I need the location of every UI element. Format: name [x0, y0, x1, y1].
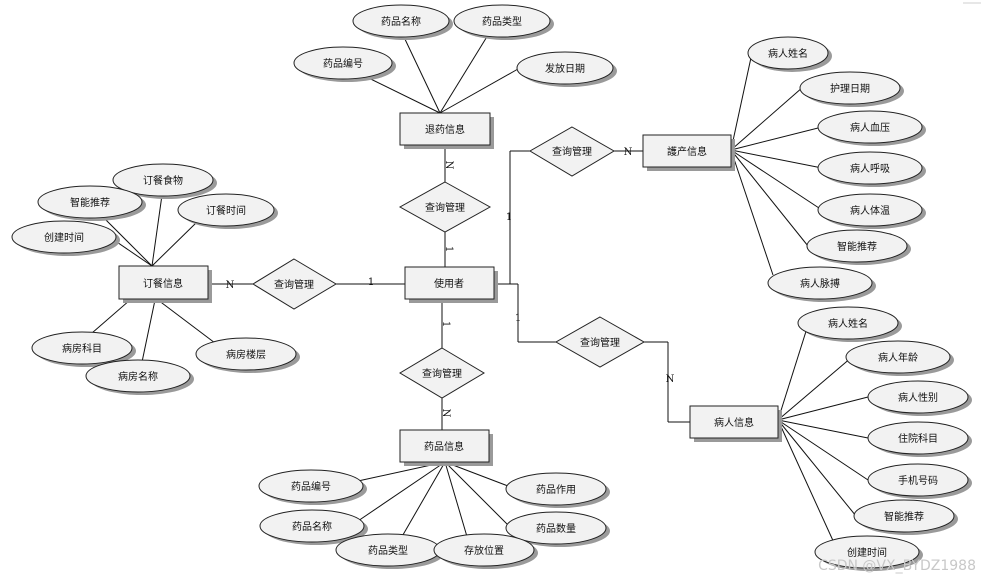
svg-text:药品类型: 药品类型 — [482, 15, 522, 28]
attribute-meal-ward-floor: 病房楼层 — [195, 337, 300, 373]
entity-user-label: 使用者 — [434, 277, 464, 290]
relation-nursing: 查询管理 — [529, 126, 615, 177]
entity-meal-order-label: 订餐信息 — [143, 277, 183, 290]
cardinality-drug-user: 1 — [440, 321, 451, 327]
svg-text:智能推荐: 智能推荐 — [837, 240, 877, 253]
attribute-nursing-pulse: 病人脉搏 — [767, 266, 876, 302]
attribute-meal-created: 创建时间 — [11, 220, 120, 256]
attribute-nursing-blood-pressure: 病人血压 — [817, 110, 926, 146]
svg-text:病人脉搏: 病人脉搏 — [800, 277, 840, 290]
cardinality-patient-entity: N — [666, 374, 675, 385]
relation-drug-label: 查询管理 — [422, 367, 462, 380]
relation-return-drug-label: 查询管理 — [425, 201, 465, 214]
svg-text:住院科目: 住院科目 — [898, 432, 938, 445]
svg-text:创建时间: 创建时间 — [847, 546, 887, 559]
attribute-nursing-date: 护理日期 — [799, 71, 904, 107]
attribute-drug-name: 药品名称 — [259, 509, 368, 545]
svg-text:病房楼层: 病房楼层 — [226, 348, 266, 361]
cardinality-return-drug-user: 1 — [443, 246, 454, 252]
entity-drug: 药品信息 — [399, 429, 493, 466]
watermark-text: CSDN @VX_BYDZ1988 — [818, 558, 976, 574]
attribute-patient-name: 病人姓名 — [797, 306, 902, 342]
svg-text:病人年龄: 病人年龄 — [878, 351, 918, 364]
svg-text:订餐时间: 订餐时间 — [206, 204, 246, 217]
svg-text:病人姓名: 病人姓名 — [828, 317, 868, 330]
svg-text:药品名称: 药品名称 — [381, 15, 421, 28]
entity-patient-label: 病人信息 — [714, 416, 754, 429]
svg-text:病人性别: 病人性别 — [898, 391, 938, 404]
attribute-patient-created: 创建时间 — [814, 535, 923, 571]
svg-text:手机号码: 手机号码 — [898, 474, 938, 487]
attribute-patient-dept: 住院科目 — [867, 421, 972, 457]
svg-text:药品编号: 药品编号 — [291, 480, 331, 493]
attribute-drug-quantity: 药品数量 — [505, 511, 610, 547]
attribute-nursing-patient-name: 病人姓名 — [747, 36, 832, 72]
entity-drug-label: 药品信息 — [424, 440, 464, 453]
attribute-return-drug-code: 药品编号 — [293, 46, 396, 82]
cardinality-return-drug-entity: N — [443, 161, 454, 170]
attribute-meal-recommendation: 智能推荐 — [37, 185, 146, 221]
attribute-return-drug-name: 药品名称 — [352, 4, 453, 40]
svg-text:智能推荐: 智能推荐 — [70, 196, 110, 209]
attribute-nursing-breathing: 病人呼吸 — [817, 151, 926, 187]
attribute-meal-ward-dept: 病房科目 — [31, 331, 136, 367]
attribute-drug-code: 药品编号 — [258, 469, 367, 505]
svg-text:发放日期: 发放日期 — [545, 62, 585, 75]
svg-text:病人姓名: 病人姓名 — [768, 47, 808, 60]
svg-text:药品作用: 药品作用 — [536, 484, 576, 496]
attribute-patient-phone: 手机号码 — [867, 463, 972, 499]
attribute-drug-type: 药品类型 — [335, 533, 444, 569]
svg-text:药品名称: 药品名称 — [292, 520, 332, 533]
relation-meal-order: 查询管理 — [252, 258, 337, 310]
entity-patient: 病人信息 — [689, 405, 782, 442]
cardinality-nursing-entity: N — [624, 147, 633, 158]
attribute-patient-age: 病人年龄 — [845, 340, 954, 376]
svg-text:智能推荐: 智能推荐 — [884, 510, 924, 523]
attribute-meal-time: 订餐时间 — [177, 193, 278, 229]
entity-meal-order: 订餐信息 — [118, 265, 212, 303]
attribute-patient-recommendation: 智能推荐 — [853, 499, 958, 535]
relation-meal-order-label: 查询管理 — [274, 278, 314, 291]
attribute-meal-ward-name: 病房名称 — [85, 359, 194, 395]
entity-return-drug: 退药信息 — [399, 112, 494, 149]
attribute-return-drug-date: 发放日期 — [516, 51, 617, 87]
attribute-meal-food: 订餐食物 — [112, 163, 217, 199]
svg-text:病房科目: 病房科目 — [62, 342, 102, 355]
relation-drug: 查询管理 — [399, 347, 485, 399]
attribute-nursing-recommendation: 智能推荐 — [806, 229, 911, 265]
cardinality-drug-entity: N — [440, 409, 451, 418]
svg-text:药品类型: 药品类型 — [368, 544, 408, 557]
relation-patient: 查询管理 — [554, 316, 646, 368]
connector-lines — [91, 34, 869, 546]
svg-text:病人血压: 病人血压 — [850, 121, 890, 134]
attribute-return-drug-type: 药品类型 — [453, 4, 554, 40]
attribute-drug-location: 存放位置 — [433, 533, 538, 569]
attribute-drug-effect: 药品作用 — [505, 472, 610, 508]
svg-text:病人体温: 病人体温 — [850, 204, 890, 217]
svg-text:存放位置: 存放位置 — [464, 544, 504, 557]
cardinality-patient-user: 1 — [515, 313, 521, 324]
svg-text:护理日期: 护理日期 — [830, 82, 870, 95]
entity-nursing: 護产信息 — [642, 134, 735, 171]
entity-nursing-label: 護产信息 — [667, 145, 707, 158]
svg-text:创建时间: 创建时间 — [44, 231, 84, 244]
cardinality-nursing-user: 1 — [506, 212, 512, 223]
entity-return-drug-label: 退药信息 — [425, 123, 465, 136]
cardinality-labels: N 1 N 1 N 1 1 N 1 N — [226, 147, 675, 418]
relation-nursing-label: 查询管理 — [552, 145, 592, 158]
relation-return-drug: 查询管理 — [398, 181, 492, 233]
svg-text:药品编号: 药品编号 — [323, 57, 363, 70]
attribute-nursing-temperature: 病人体温 — [817, 193, 926, 229]
cardinality-meal-order-entity: N — [226, 280, 235, 291]
relation-patient-label: 查询管理 — [580, 336, 620, 349]
svg-text:病人呼吸: 病人呼吸 — [850, 162, 890, 175]
svg-text:药品数量: 药品数量 — [536, 522, 576, 535]
svg-text:订餐食物: 订餐食物 — [143, 174, 183, 187]
attribute-patient-gender: 病人性别 — [867, 380, 972, 416]
cardinality-meal-order-user: 1 — [368, 277, 374, 288]
svg-text:病房名称: 病房名称 — [118, 370, 158, 383]
entity-user: 使用者 — [404, 266, 498, 303]
